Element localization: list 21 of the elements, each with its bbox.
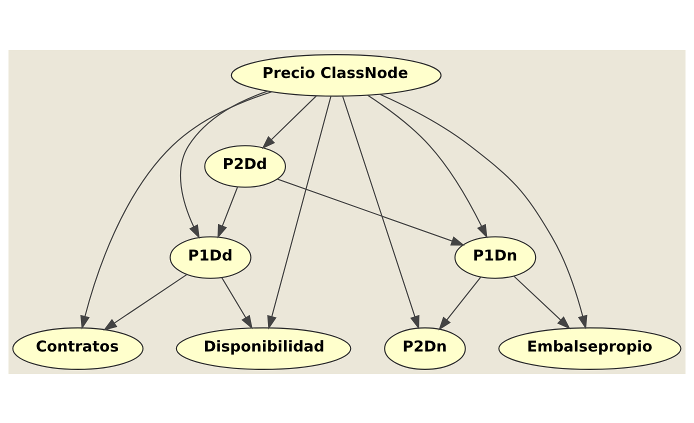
node-ellipse: P1Dd: [170, 236, 252, 278]
arrow: [438, 276, 482, 330]
arrow: [514, 275, 571, 329]
node-ellipse: Disponibilidad: [176, 326, 352, 370]
arrow: [267, 96, 332, 330]
arrow: [342, 96, 420, 330]
node-ellipse: P2Dd: [204, 144, 286, 188]
arrow: [380, 93, 588, 329]
arrow: [80, 90, 272, 329]
node-ellipse: Precio ClassNode: [230, 54, 442, 96]
node-ellipse: P2Dn: [384, 326, 466, 370]
arrow: [367, 94, 488, 238]
node-ellipse: Embalsepropio: [498, 326, 682, 370]
node-ellipse: Contratos: [12, 326, 144, 370]
arrow: [277, 178, 465, 246]
arrow: [180, 90, 268, 238]
arrow: [217, 186, 238, 238]
arrow: [262, 94, 317, 149]
arrow: [221, 276, 253, 329]
arrow: [103, 274, 188, 330]
node-ellipse: P1Dn: [454, 236, 536, 278]
